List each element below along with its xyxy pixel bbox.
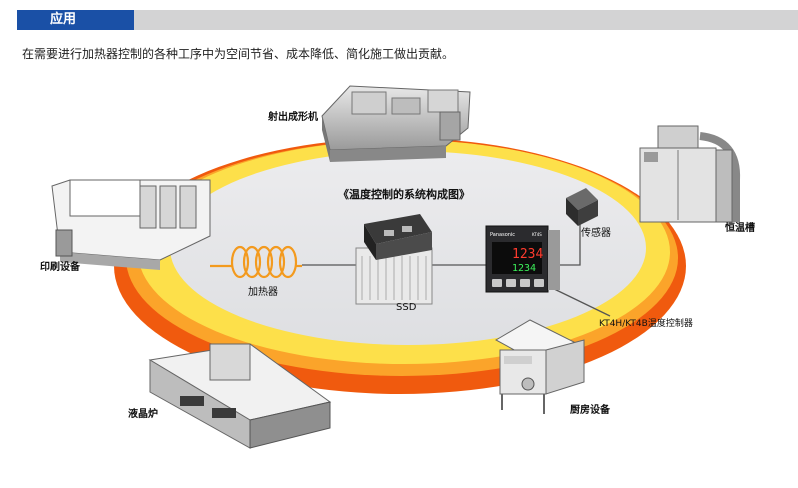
controller-sv-display: 1234: [512, 263, 536, 274]
heater-coil: [210, 245, 302, 279]
injection-label: 射出成形机: [267, 110, 318, 123]
injection-machine-illustration: [321, 85, 471, 162]
temperature-controller: Panasonic KT4S 1234 1234: [485, 225, 560, 293]
diagram-title: 《温度控制的系统构成图》: [338, 187, 470, 201]
controller-label: KT4H/KT4B温度控制器: [599, 317, 693, 329]
printing-equipment-illustration: [51, 179, 211, 270]
intro-text: 在需要进行加热器控制的各种工序中为空间节省、成本降低、简化施工做出贡献。: [22, 47, 455, 61]
reflow-label: 液晶炉: [128, 407, 158, 420]
oven-label: 恒温槽: [725, 221, 755, 234]
ssd-label: SSD: [396, 302, 417, 313]
sensor-device: [566, 188, 598, 226]
section-bar: [134, 10, 798, 30]
section-header: 应用: [0, 0, 798, 30]
sensor-label: 传感器: [581, 226, 611, 239]
controller-brand: Panasonic: [490, 232, 515, 238]
ssd-device: [355, 214, 433, 305]
section-tab: [17, 10, 134, 30]
kitchen-label: 厨房设备: [570, 403, 611, 416]
section-title: 应用: [50, 12, 77, 27]
heater-label: 加热器: [248, 285, 278, 298]
printing-label: 印刷设备: [40, 260, 81, 273]
kitchen-equipment-illustration: [494, 319, 585, 414]
controller-model: KT4S: [532, 232, 542, 237]
controller-pv-display: 1234: [512, 247, 543, 262]
oven-illustration: [639, 125, 741, 223]
reflow-furnace-illustration: [148, 343, 332, 449]
